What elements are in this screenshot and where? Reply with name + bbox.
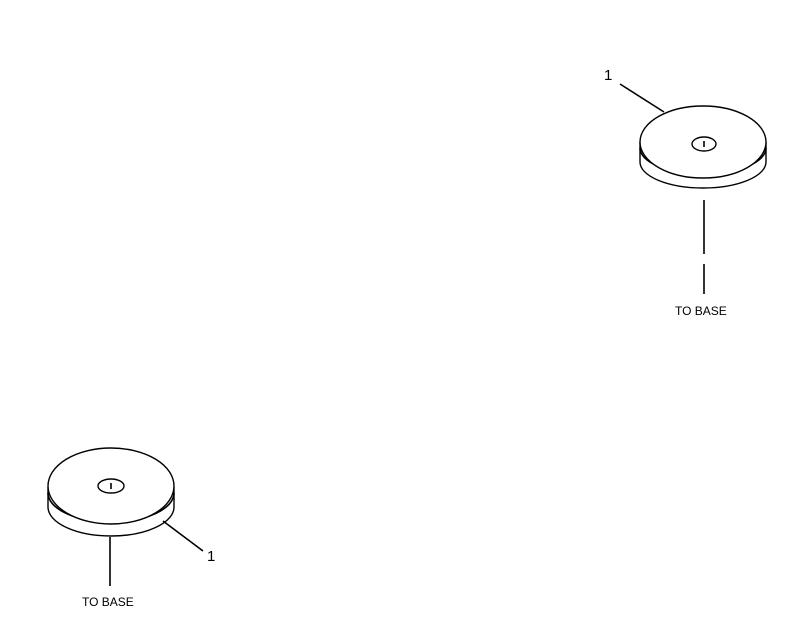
leader-line-bottom [162,520,204,552]
to-base-label-top: TO BASE [675,304,727,318]
leader-line-top [619,83,665,113]
pad-assembly-top: 1 TO BASE [604,67,767,318]
callout-number-top: 1 [604,67,612,84]
pad-assembly-bottom: 1 TO BASE [47,447,215,609]
callout-number-bottom: 1 [207,548,215,565]
to-base-label-bottom: TO BASE [82,595,134,609]
